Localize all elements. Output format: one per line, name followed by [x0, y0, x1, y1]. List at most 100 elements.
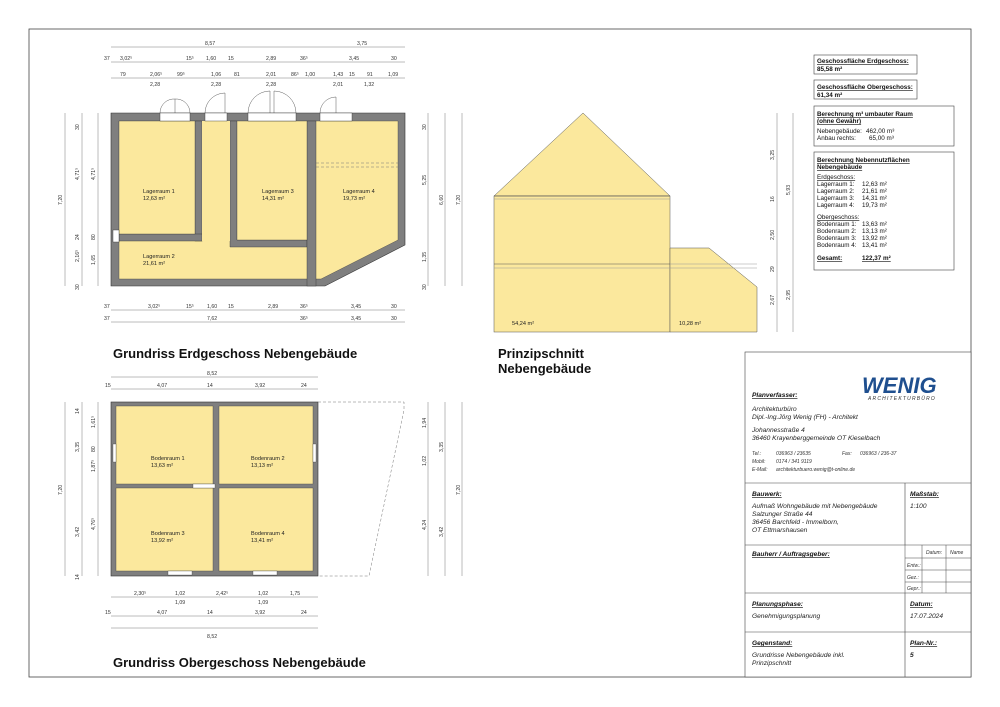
- eg-dim-r-outer: 7,20: [456, 195, 462, 205]
- eg-dim-t3-10: 91: [367, 72, 373, 78]
- eg-dim-b1-7: 3,45: [351, 304, 361, 310]
- og-dim-texts: 8,52 15 4,07 14 3,92 24 2,30⁵ 1,02 2,42⁵…: [58, 371, 462, 640]
- nnf-label: Berechnung Nebennutzflächen: [817, 157, 910, 164]
- og-dim-b2-4: 24: [301, 610, 307, 616]
- nnf-eg-1-name: Lagerraum 2:: [817, 188, 855, 195]
- eg-dim-t3-6: 86⁵: [291, 72, 299, 78]
- eg-dim-l-3: 2,16⁵: [75, 250, 81, 262]
- eg-dim-t3-1: 2,06⁵: [150, 72, 162, 78]
- eg-dim-t4-2: 2,28: [266, 82, 276, 88]
- eg-room-4-name: Lagerraum 4: [343, 189, 375, 195]
- eg-room-1-name: Lagerraum 1: [143, 189, 175, 195]
- eg-plan-title: Grundriss Erdgeschoss Nebengebäude: [113, 346, 357, 361]
- eg-dim-t3-7: 1,00: [305, 72, 315, 78]
- eg-area-label: Geschossfläche Erdgeschoss:: [817, 58, 909, 65]
- sec-dim-4: 29: [770, 266, 776, 272]
- eg-dim-t4-4: 1,32: [364, 82, 374, 88]
- eg-dim-l-4: 30: [75, 284, 81, 290]
- og-dim-b2-1: 4,07: [157, 610, 167, 616]
- m3-row-2: Anbau rechts:: [817, 135, 856, 142]
- eg-dim-rb-0: 6,60: [439, 195, 445, 205]
- plan-nr-value: 5: [910, 652, 914, 659]
- eg-dim-b2-1: 7,62: [207, 316, 217, 322]
- og-dim-lb-3: 4,76⁵: [91, 518, 97, 530]
- eg-dim-texts: 8,57 3,75 37 3,02⁵ 15⁵ 1,60 15 2,89 36⁵ …: [58, 41, 462, 322]
- og-dim-lb-0: 1,61⁵: [91, 416, 97, 428]
- check-row-gez: Gez.:: [907, 575, 920, 581]
- og-dim-t-4: 24: [301, 383, 307, 389]
- og-plan-title: Grundriss Obergeschoss Nebengebäude: [113, 655, 366, 670]
- eg-dim-b2-0: 37: [104, 316, 110, 322]
- phase-value: Genehmigungsplanung: [752, 613, 821, 620]
- planverfasser-heading: Planverfasser:: [752, 392, 797, 399]
- eg-dim-r-3: 30: [422, 284, 428, 290]
- section-dimensions: [776, 113, 794, 332]
- eg-dim-t2-2: 15⁵: [186, 56, 194, 62]
- contact-tel: 036963 / 23635: [776, 451, 811, 457]
- sec-dim-5: 2,67: [770, 295, 776, 305]
- bauwerk-line-3: OT Ettmarshausen: [752, 527, 808, 534]
- eg-dim-t4-1: 2,28: [211, 82, 221, 88]
- og-dim-b2-2: 14: [207, 610, 213, 616]
- og-dim-lb-2: 1,87⁵: [91, 460, 97, 472]
- eg-dim-t2-4: 15: [228, 56, 234, 62]
- section-title-2: Nebengebäude: [498, 361, 591, 376]
- upper-floor-plan: Bodenraum 1 13,63 m² Bodenraum 2 13,13 m…: [110, 401, 405, 577]
- eg-dim-t3-8: 1,43: [333, 72, 343, 78]
- og-dim-b1-1: 1,02: [175, 591, 185, 597]
- eg-room-4-area: 19,73 m²: [343, 196, 365, 202]
- eg-dim-r-2: 1,35: [422, 252, 428, 262]
- sec-dim-0: 3,25: [770, 150, 776, 160]
- og-dim-b2-0: 15: [105, 610, 111, 616]
- section-dim-texts: 3,25 5,93 16 2,50 29 2,67 2,95: [770, 150, 792, 305]
- eg-dim-b2-2: 36⁵: [300, 316, 308, 322]
- og-room-4-area: 13,41 m²: [251, 538, 273, 544]
- m3-row-1: 462,00 m³: [866, 128, 894, 135]
- ground-floor-plan: Lagerraum 1 12,63 m² Lagerraum 2 21,61 m…: [110, 90, 406, 287]
- sec-dim-6: 2,95: [786, 290, 792, 300]
- eg-dim-l-2: 24: [75, 234, 81, 240]
- eg-dim-l-1: 4,71⁵: [75, 168, 81, 180]
- eg-dim-b1-0: 37: [104, 304, 110, 310]
- og-dim-b1-2: 2,42⁵: [216, 591, 228, 597]
- og-dim-b1-3: 1,02: [258, 591, 268, 597]
- og-room-1-area: 13,63 m²: [151, 463, 173, 469]
- og-dim-t-1: 4,07: [157, 383, 167, 389]
- eg-dim-b2-4: 30: [391, 316, 397, 322]
- og-dim-t-3: 3,92: [255, 383, 265, 389]
- og-room-3-area: 13,92 m²: [151, 538, 173, 544]
- eg-dim-l-0: 30: [75, 124, 81, 130]
- og-dim-bot-total: 8,52: [207, 634, 217, 640]
- address-line-0: Johannesstraße 4: [751, 427, 805, 434]
- eg-dim-t3-5: 2,01: [266, 72, 276, 78]
- eg-room-3-name: Lagerraum 3: [262, 189, 294, 195]
- wenig-logo: WENIG: [862, 373, 937, 398]
- m3-sub: (ohne Gewähr): [817, 118, 861, 125]
- og-dim-b1b-1: 1,09: [258, 600, 268, 606]
- og-room-4-name: Bodenraum 4: [251, 531, 285, 537]
- section-drawing: 54,24 m² 10,28 m²: [493, 112, 758, 333]
- og-dimensions: [64, 376, 463, 629]
- og-room-3-name: Bodenraum 3: [151, 531, 185, 537]
- check-row-entw: Entw.:: [907, 563, 921, 569]
- og-dim-l-outer: 7,20: [58, 485, 64, 495]
- logo-sub: ARCHITEKTURBÜRO: [867, 395, 936, 402]
- massstab-heading: Maßstab:: [910, 491, 939, 498]
- section-left-area: 54,24 m²: [512, 321, 534, 327]
- nnf-og-1-val: 13,13 m²: [862, 228, 887, 235]
- og-dim-top-total: 8,52: [207, 371, 217, 377]
- eg-dim-t4-0: 2,28: [150, 82, 160, 88]
- og-dim-l-3: 14: [75, 574, 81, 580]
- plan-nr-heading: Plan-Nr.:: [910, 640, 937, 647]
- eg-dim-l-outer: 7,20: [58, 195, 64, 205]
- sec-dim-3: 2,50: [770, 230, 776, 240]
- eg-dim-b2-3: 3,45: [351, 316, 361, 322]
- contact-tel-key: Tel.:: [752, 451, 762, 457]
- og-dim-b1-4: 1,75: [290, 591, 300, 597]
- eg-dimensions: [64, 46, 463, 323]
- eg-dim-b1-2: 15⁵: [186, 304, 194, 310]
- og-dim-l-2: 3,42: [75, 527, 81, 537]
- eg-dim-t2-1: 3,02⁵: [120, 56, 132, 62]
- eg-room-2-area: 21,61 m²: [143, 261, 165, 267]
- eg-dim-right: 3,75: [357, 41, 367, 47]
